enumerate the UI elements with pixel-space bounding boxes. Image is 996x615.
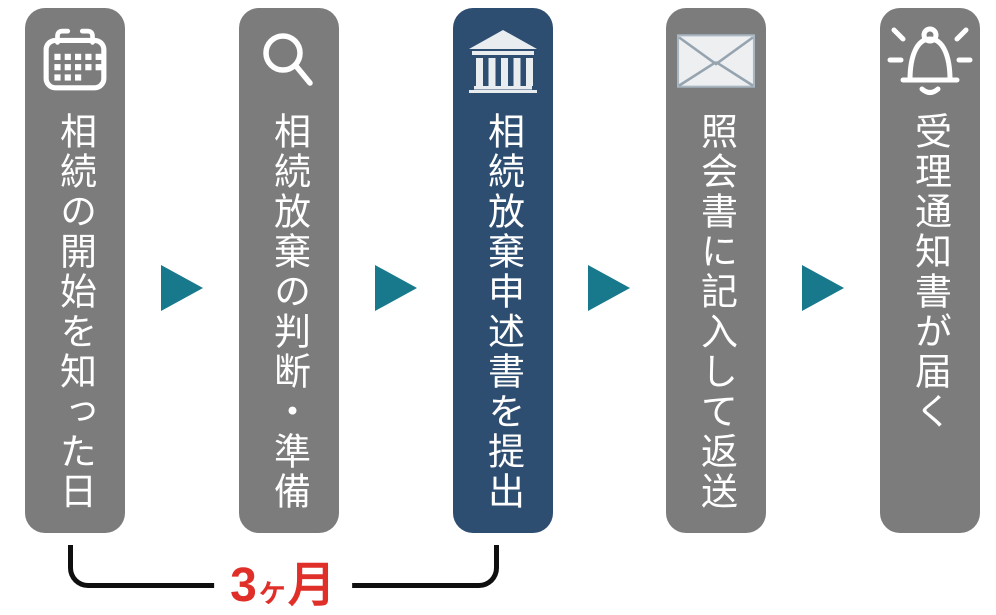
step-label: 相続の開始を知った日 bbox=[54, 112, 96, 512]
duration-value: 3 bbox=[230, 559, 257, 612]
step-label: 照会書に記入して返送 bbox=[695, 112, 737, 512]
arrow-right-icon bbox=[802, 265, 844, 311]
calendar-icon bbox=[25, 22, 125, 100]
step-label: 相続放棄の判断・準備 bbox=[268, 112, 310, 512]
step-submit-petition: 相続放棄申述書を提出 bbox=[453, 8, 553, 533]
step-return-inquiry-form: 照会書に記入して返送 bbox=[666, 8, 766, 533]
arrow-right-icon bbox=[588, 265, 630, 311]
envelope-icon bbox=[666, 22, 766, 100]
duration-counter: ヶ bbox=[256, 573, 288, 608]
bell-icon bbox=[880, 22, 980, 100]
step-label: 相続放棄申述書を提出 bbox=[482, 112, 524, 512]
arrow-right-icon bbox=[375, 265, 417, 311]
duration-unit: 月 bbox=[287, 559, 336, 612]
step-decision-preparation: 相続放棄の判断・準備 bbox=[239, 8, 339, 533]
step-label: 受理通知書が届く bbox=[909, 112, 951, 432]
step-inheritance-start: 相続の開始を知った日 bbox=[25, 8, 125, 533]
bank-icon bbox=[453, 22, 553, 100]
search-icon bbox=[239, 22, 339, 100]
arrow-right-icon bbox=[161, 265, 203, 311]
step-acceptance-notice: 受理通知書が届く bbox=[880, 8, 980, 533]
duration-label: 3ヶ月 bbox=[214, 562, 352, 610]
